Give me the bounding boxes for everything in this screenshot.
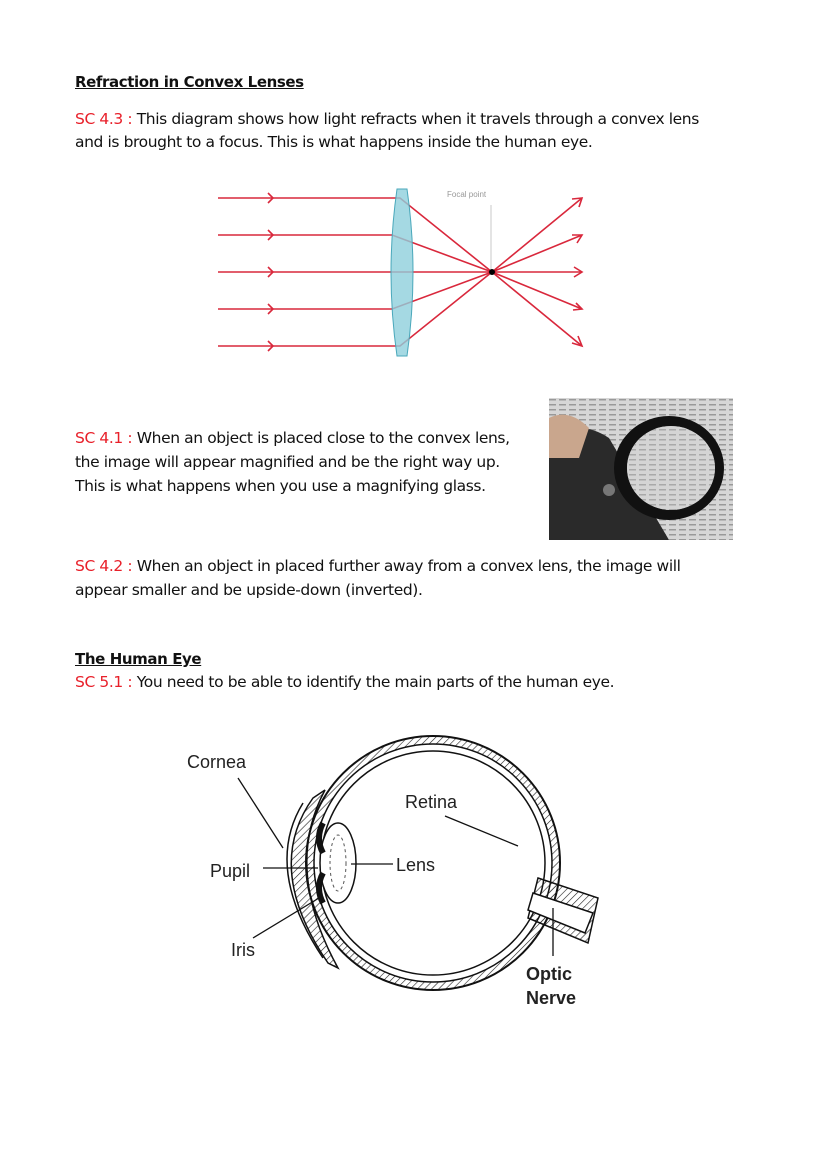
label-retina: Retina [405,792,458,812]
sc43-line1: SC 4.3 : This diagram shows how light re… [75,108,699,132]
sc41-line3: This is what happens when you use a magn… [75,477,486,495]
sc43-line2: and is brought to a focus. This is what … [75,133,593,151]
label-lens: Lens [396,855,435,875]
text: When an object in placed further away fr… [132,557,681,575]
heading-refraction: Refraction in Convex Lenses [75,73,304,91]
sc42-line2: appear smaller and be upside-down (inver… [75,581,423,599]
magnifying-glass-photo [549,398,733,540]
convex-lens-diagram: Focal point [218,188,584,357]
lens-shape [390,188,414,357]
sc-code: SC 5.1 : [75,673,133,691]
human-eye-diagram: Cornea Retina Pupil Lens Iris Optic Nerv… [187,735,599,1008]
sc51-line1: SC 5.1 : You need to be able to identify… [75,671,615,695]
text: When an object is placed close to the co… [132,429,510,447]
label-pupil: Pupil [210,861,250,881]
label-cornea: Cornea [187,752,247,772]
sc41-line2: the image will appear magnified and be t… [75,453,500,471]
sc-code: SC 4.3 : [75,110,133,128]
sc42-line1: SC 4.2 : When an object in placed furthe… [75,555,681,579]
sc-code: SC 4.2 : [75,557,133,575]
focal-point-label: Focal point [447,190,487,199]
label-iris: Iris [231,940,255,960]
sc41-line1: SC 4.1 : When an object is placed close … [75,427,510,451]
heading-human-eye: The Human Eye [75,650,202,668]
label-optic: Optic [526,964,572,984]
text: This diagram shows how light refracts wh… [132,110,700,128]
label-nerve: Nerve [526,988,576,1008]
text: You need to be able to identify the main… [132,673,615,691]
sc-code: SC 4.1 : [75,429,133,447]
